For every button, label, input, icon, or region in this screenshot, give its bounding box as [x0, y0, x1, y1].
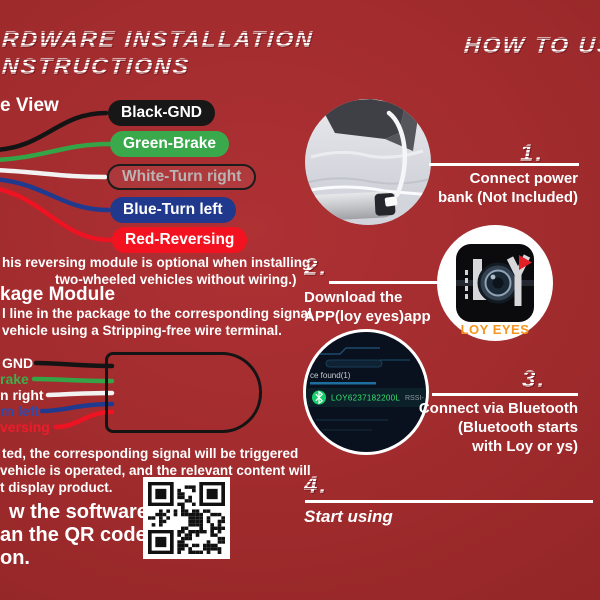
app-icon-caption: LOY EYES — [460, 322, 530, 337]
qr-code-pattern — [148, 482, 225, 554]
reversing-note-line2: two-wheeled vehicles without wiring.) — [55, 272, 297, 287]
side-view-label: e View — [0, 95, 59, 116]
wire-label-turn-right: n right — [0, 387, 44, 403]
trigger-note-line1: ted, the corresponding signal will be tr… — [2, 446, 299, 461]
wire-label-brake: rake — [0, 371, 29, 387]
trigger-note-line3: t display product. — [0, 480, 113, 495]
step3-divider — [432, 393, 578, 396]
trigger-note-line2: vehicle is operated, and the relevant co… — [0, 463, 311, 478]
wire-label-reversing: versing — [0, 419, 50, 435]
app-icon-circle — [437, 225, 553, 341]
qr-note-line2: an the QR code — [0, 524, 147, 546]
pill-red-reversing: Red-Reversing — [112, 227, 248, 253]
step3-text-line1: Connect via Bluetooth — [418, 400, 578, 417]
wire-diagram-side-view — [0, 110, 113, 243]
device-name-text: LOY6237182200L — [331, 394, 400, 403]
page-title-right: HOW TO USE — [463, 32, 600, 59]
loy-eyes-app-icon — [456, 244, 534, 322]
step1-number: 1. — [520, 140, 545, 167]
step4-divider — [305, 500, 593, 503]
step3-text: Connect via Bluetooth (Bluetooth starts … — [400, 399, 578, 456]
qr-note-line1: w the software — [9, 501, 148, 523]
step1-divider — [429, 163, 579, 166]
reversing-note-line1: his reversing module is optional when in… — [2, 255, 311, 270]
step4-number: 4. — [304, 472, 329, 499]
qr-code — [143, 477, 230, 559]
step2-number: 2. — [304, 254, 329, 281]
step2-text-line1: Download the — [304, 289, 403, 306]
device-found-text: ce found(1) — [310, 371, 351, 380]
step1-text: Connect power bank (Not Included) — [420, 169, 578, 207]
step1-text-line2: bank (Not Included) — [438, 189, 578, 207]
step2-text: Download the APP(loy eyes)app — [304, 288, 431, 326]
package-module-heading: kage Module — [0, 284, 116, 305]
step2-text-line2: APP(loy eyes)app — [304, 308, 431, 326]
bluetooth-app-ui: ce found(1) LOY6237182200L RSSI- — [306, 347, 426, 431]
power-bank-photo — [305, 99, 431, 225]
pill-blue-turn-left: Blue-Turn left — [110, 197, 236, 223]
wire-label-gnd: GND — [2, 355, 34, 371]
qr-note-line3: on. — [0, 547, 30, 569]
package-body-line1: l line in the package to the correspondi… — [2, 306, 312, 321]
rssi-text: RSSI- — [405, 395, 424, 402]
package-body-line2: vehicle using a Stripping-free wire term… — [2, 323, 282, 338]
bluetooth-screenshot: ce found(1) LOY6237182200L RSSI- — [303, 329, 429, 455]
module-outline — [105, 352, 262, 433]
step4-text: Start using — [304, 507, 393, 526]
wire-label-turn-left: rn left — [0, 403, 39, 419]
step3-text-line3: with Loy or ys) — [472, 438, 578, 456]
pill-white-turn-right: White-Turn right — [107, 164, 257, 190]
power-bank-illustration — [305, 99, 431, 225]
step2-divider — [329, 281, 439, 284]
step3-text-line2: (Bluetooth starts — [458, 419, 578, 437]
pill-green-brake: Green-Brake — [110, 131, 230, 157]
step3-number: 3. — [522, 366, 547, 393]
pill-black-gnd: Black-GND — [108, 100, 215, 126]
step1-text-line1: Connect power — [469, 170, 578, 187]
